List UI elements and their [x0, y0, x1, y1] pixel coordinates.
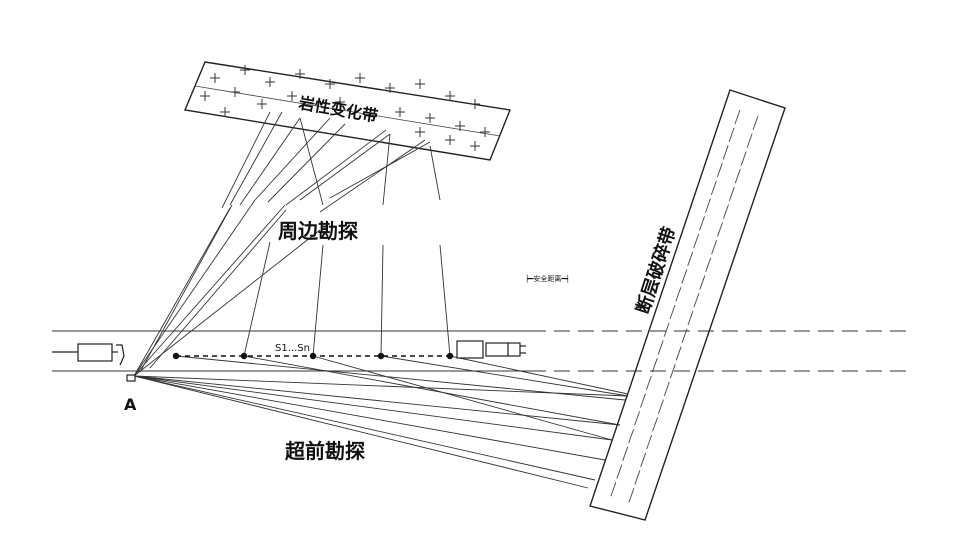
advance-ray — [133, 375, 606, 461]
fault-dash — [740, 151, 747, 166]
peripheral-ray — [380, 244, 384, 357]
peripheral-ray — [239, 117, 301, 206]
peripheral-ray — [267, 123, 346, 203]
fault-dash — [616, 464, 623, 479]
fault-dash — [675, 287, 682, 302]
peripheral-ray — [319, 139, 426, 213]
fault-dash — [622, 446, 629, 461]
peripheral-ray — [229, 111, 283, 206]
sensor-point — [446, 352, 454, 360]
peripheral-ray — [133, 229, 321, 377]
peripheral-ray — [299, 117, 324, 206]
peripheral-ray — [221, 111, 271, 209]
fault-dash — [652, 417, 658, 432]
fault-dash — [723, 204, 729, 219]
fault-dash — [663, 322, 670, 337]
fault-dash — [645, 375, 652, 391]
distance-note: ┝━安全距离━┥ — [525, 274, 570, 283]
advance-ray — [133, 375, 589, 489]
fault-dash — [687, 251, 694, 266]
advance-ray — [243, 355, 621, 426]
drill-rig-icon — [52, 343, 136, 382]
sensor-point — [240, 352, 248, 360]
peripheral-rays — [133, 111, 451, 377]
fault-dash — [681, 269, 688, 284]
peripheral-ray — [429, 145, 441, 201]
fault-dash — [734, 109, 741, 125]
peripheral-ray — [439, 244, 451, 357]
point-a-label: A — [124, 395, 137, 414]
fault-dash — [705, 257, 712, 272]
sensor-point — [172, 352, 180, 360]
advance-exploration-label: 超前勘探 — [284, 439, 365, 463]
source-device-icon — [456, 340, 526, 359]
fault-dash — [628, 488, 635, 503]
advance-ray — [133, 375, 621, 426]
peripheral-ray — [243, 241, 271, 357]
peripheral-ray — [382, 133, 391, 206]
sensor-point — [309, 352, 317, 360]
fault-dash — [728, 127, 735, 142]
peripheral-exploration-label: 周边勘探 — [278, 219, 358, 243]
advance-ray — [133, 375, 613, 441]
advance-ray — [312, 355, 613, 441]
fault-dash — [717, 222, 723, 237]
fault-dash — [722, 145, 729, 160]
peripheral-ray — [285, 129, 387, 206]
fault-dash — [716, 163, 723, 178]
advance-ray — [449, 355, 629, 395]
fault-dash — [640, 393, 646, 408]
peripheral-ray — [149, 209, 287, 369]
advance-ray — [175, 355, 626, 401]
fault-dash — [693, 233, 700, 249]
peripheral-ray — [139, 204, 233, 373]
fault-dash — [728, 186, 735, 202]
rock-change-zone — [184, 61, 511, 161]
fault-dash — [658, 399, 664, 414]
peripheral-ray — [133, 207, 231, 377]
sensor-point — [377, 352, 385, 360]
fault-dash — [628, 428, 635, 444]
advance-ray — [133, 375, 596, 481]
advance-rays — [133, 355, 629, 489]
advance-ray — [380, 355, 629, 397]
fault-dash — [640, 452, 647, 467]
fault-dash — [710, 180, 717, 196]
fault-dash-marks — [610, 109, 759, 503]
fault-dash — [669, 364, 676, 379]
fault-dash — [610, 482, 617, 497]
tunnel-outline — [52, 330, 908, 372]
fault-dash — [746, 133, 753, 148]
fault-dash — [651, 358, 658, 373]
fault-dash — [646, 434, 653, 450]
peripheral-ray — [312, 244, 324, 357]
fault-dash — [657, 340, 664, 355]
fault-dash — [752, 115, 759, 131]
fault-dash — [675, 346, 682, 361]
fault-dash — [687, 310, 694, 326]
peripheral-ray — [329, 141, 431, 199]
fault-fracture-zone — [589, 89, 786, 521]
fault-dash — [663, 381, 670, 397]
fault-dash — [711, 239, 718, 255]
fault-dash — [693, 293, 700, 308]
sensor-array — [172, 352, 454, 360]
fault-dash — [705, 198, 711, 213]
fault-dash — [634, 411, 640, 426]
peripheral-ray — [254, 117, 331, 201]
fault-dash — [734, 169, 741, 184]
peripheral-ray — [133, 204, 286, 377]
fault-dash — [699, 275, 706, 290]
peripheral-ray — [299, 133, 391, 201]
fault-dash — [634, 470, 641, 485]
sensor-range-label: S1...Sn — [275, 343, 310, 354]
fault-dash — [699, 216, 705, 231]
fault-dash — [669, 304, 676, 320]
rock-hatch-marks — [200, 65, 490, 151]
